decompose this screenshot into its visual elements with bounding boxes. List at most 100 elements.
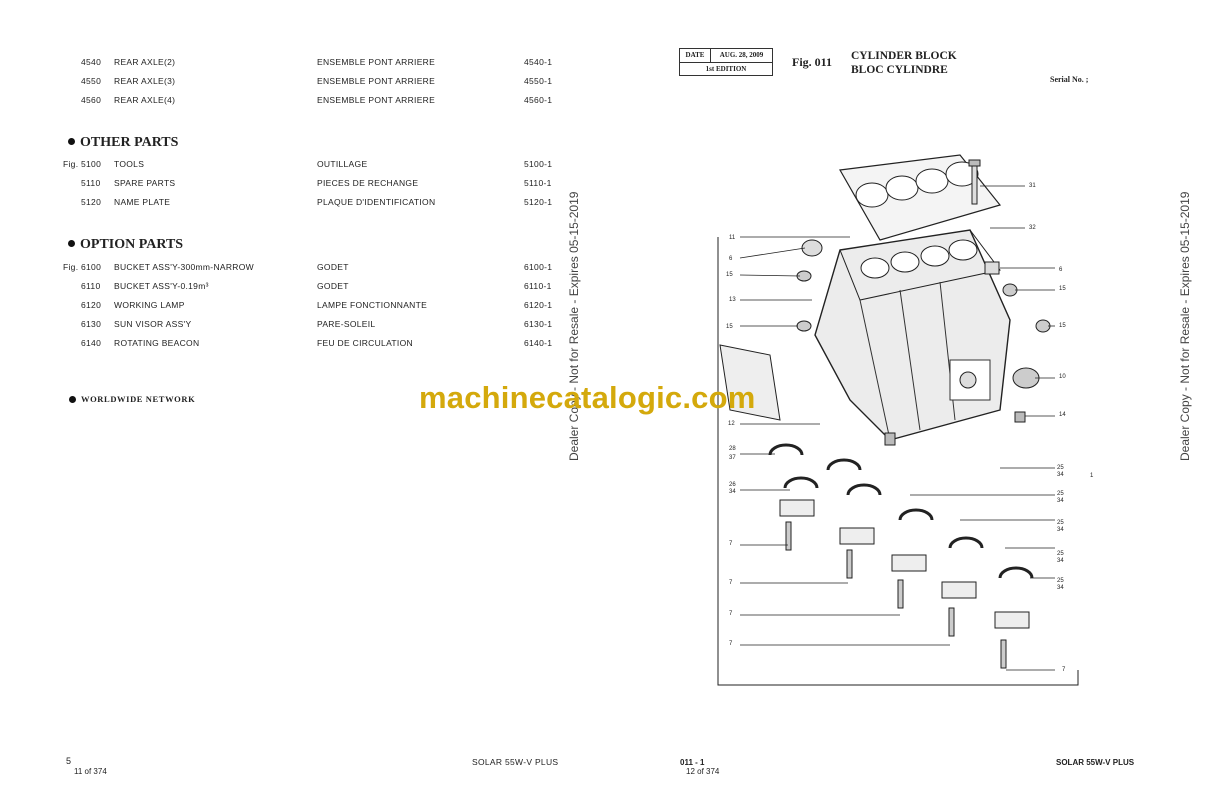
parts-ref: 4560-1 bbox=[524, 95, 553, 105]
parts-num: 5120 bbox=[81, 197, 102, 207]
callout-number: 7 bbox=[729, 541, 733, 547]
parts-ref: 5120-1 bbox=[524, 197, 553, 207]
leader-lines bbox=[739, 185, 1055, 671]
callout-number: 25 bbox=[1057, 551, 1064, 557]
parts-num: 6100 bbox=[81, 262, 102, 272]
callout-number: 25 bbox=[1057, 491, 1064, 497]
parts-fr: FEU DE CIRCULATION bbox=[317, 338, 413, 348]
parts-ref: 6100-1 bbox=[524, 262, 553, 272]
callout-number: 37 bbox=[729, 455, 736, 461]
callout-number: 15 bbox=[1059, 286, 1066, 292]
callout-number: 26 bbox=[729, 482, 736, 488]
parts-fr: PLAQUE D'IDENTIFICATION bbox=[317, 197, 436, 207]
callout-number: 25 bbox=[1057, 578, 1064, 584]
parts-fr: GODET bbox=[317, 262, 349, 272]
watermark-dealer-copy-right: Dealer Copy - Not for Resale - Expires 0… bbox=[1178, 191, 1192, 461]
callout-number: 7 bbox=[729, 580, 733, 586]
parts-num: 5110 bbox=[81, 178, 101, 188]
cylinder-block-exploded-diagram bbox=[717, 154, 1079, 686]
parts-num: 4550 bbox=[81, 76, 102, 86]
parts-name: WORKING LAMP bbox=[114, 300, 185, 310]
worldwide-network-link[interactable]: WORLDWIDE NETWORK bbox=[69, 394, 195, 404]
callout-number: 34 bbox=[1057, 472, 1064, 478]
parts-name: REAR AXLE(3) bbox=[114, 76, 176, 86]
watermark-dealer-copy-left: Dealer Copy - Not for Resale - Expires 0… bbox=[567, 191, 581, 461]
callout-number: 31 bbox=[1029, 183, 1036, 189]
parts-name: BUCKET ASS'Y-0.19m³ bbox=[114, 281, 209, 291]
bullet-icon bbox=[68, 138, 75, 146]
bullet-icon bbox=[68, 240, 75, 248]
diagram-frame bbox=[717, 237, 1079, 686]
cap-bolts bbox=[785, 521, 1007, 669]
parts-fr: LAMPE FONCTIONNANTE bbox=[317, 300, 428, 310]
callout-number: 14 bbox=[1059, 412, 1066, 418]
parts-ref: 6140-1 bbox=[524, 338, 553, 348]
parts-ref: 4550-1 bbox=[524, 76, 553, 86]
option-parts-heading: OPTION PARTS bbox=[68, 237, 183, 253]
parts-fr: OUTILLAGE bbox=[317, 159, 368, 169]
parts-fr: GODET bbox=[317, 281, 349, 291]
right-page-of: 12 of 374 bbox=[686, 767, 720, 776]
callout-number: 15 bbox=[1059, 323, 1066, 329]
callout-number: 34 bbox=[1057, 498, 1064, 504]
parts-fr: ENSEMBLE PONT ARRIERE bbox=[317, 95, 436, 105]
parts-fr: ENSEMBLE PONT ARRIERE bbox=[317, 76, 436, 86]
parts-fr: ENSEMBLE PONT ARRIERE bbox=[317, 57, 436, 67]
callout-number: 15 bbox=[726, 324, 733, 330]
left-page-of: 11 of 374 bbox=[74, 767, 107, 776]
date-edition-box: DATE AUG. 28, 2009 1st EDITION bbox=[679, 48, 773, 76]
date-label: DATE bbox=[680, 49, 711, 62]
callout-number: 34 bbox=[1057, 558, 1064, 564]
parts-name: NAME PLATE bbox=[114, 197, 171, 207]
parts-name: REAR AXLE(4) bbox=[114, 95, 176, 105]
parts-name: TOOLS bbox=[114, 159, 145, 169]
parts-ref: 5100-1 bbox=[524, 159, 553, 169]
parts-ref: 6130-1 bbox=[524, 319, 553, 329]
date-value: AUG. 28, 2009 bbox=[719, 51, 764, 59]
callout-number: 25 bbox=[1057, 520, 1064, 526]
callout-number: 11 bbox=[729, 235, 736, 241]
left-footer-model: SOLAR 55W-V PLUS bbox=[472, 757, 559, 767]
right-page-code: 011 - 1 bbox=[680, 758, 705, 767]
callout-number: 10 bbox=[1059, 374, 1066, 380]
parts-fr: PARE-SOLEIL bbox=[317, 319, 376, 329]
callout-number: 6 bbox=[1059, 267, 1063, 273]
callout-number: 15 bbox=[726, 272, 733, 278]
parts-num: 4560 bbox=[81, 95, 102, 105]
callout-number: 7 bbox=[1062, 667, 1066, 673]
callout-number: 34 bbox=[1057, 527, 1064, 533]
callout-number: 6 bbox=[729, 256, 733, 262]
callout-number: 7 bbox=[729, 641, 733, 647]
head-bolt bbox=[968, 159, 981, 205]
parts-ref: 4540-1 bbox=[524, 57, 553, 67]
parts-num: 6120 bbox=[81, 300, 102, 310]
parts-num: 4540 bbox=[81, 57, 102, 67]
other-parts-heading: OTHER PARTS bbox=[68, 135, 178, 151]
head-gasket bbox=[839, 154, 1002, 241]
parts-num: 6110 bbox=[81, 281, 101, 291]
parts-name: SUN VISOR ASS'Y bbox=[114, 319, 192, 329]
main-bearing-caps bbox=[779, 499, 1030, 629]
parts-num: 6130 bbox=[81, 319, 102, 329]
plug-parts bbox=[719, 239, 1051, 446]
parts-num: 5100 bbox=[81, 159, 102, 169]
edition-label: 1st EDITION bbox=[705, 65, 747, 73]
parts-name: REAR AXLE(2) bbox=[114, 57, 176, 67]
parts-name: BUCKET ASS'Y-300mm-NARROW bbox=[114, 262, 254, 272]
date-row: DATE AUG. 28, 2009 bbox=[680, 49, 772, 63]
parts-name: ROTATING BEACON bbox=[114, 338, 200, 348]
callout-number: 1 bbox=[1090, 473, 1094, 479]
title-english: CYLINDER BLOCK bbox=[851, 50, 957, 62]
bearing-shells bbox=[768, 443, 1034, 579]
callout-number: 34 bbox=[729, 489, 736, 495]
parts-fig: Fig. bbox=[63, 159, 79, 169]
parts-ref: 6110-1 bbox=[524, 281, 552, 291]
parts-ref: 6120-1 bbox=[524, 300, 553, 310]
parts-name: SPARE PARTS bbox=[114, 178, 176, 188]
title-french: BLOC CYLINDRE bbox=[851, 64, 948, 76]
parts-fr: PIECES DE RECHANGE bbox=[317, 178, 419, 188]
bullet-icon bbox=[69, 395, 76, 403]
cylinder-block bbox=[814, 229, 1011, 441]
right-footer-model: SOLAR 55W-V PLUS bbox=[1056, 758, 1135, 767]
callout-number: 34 bbox=[1057, 585, 1064, 591]
